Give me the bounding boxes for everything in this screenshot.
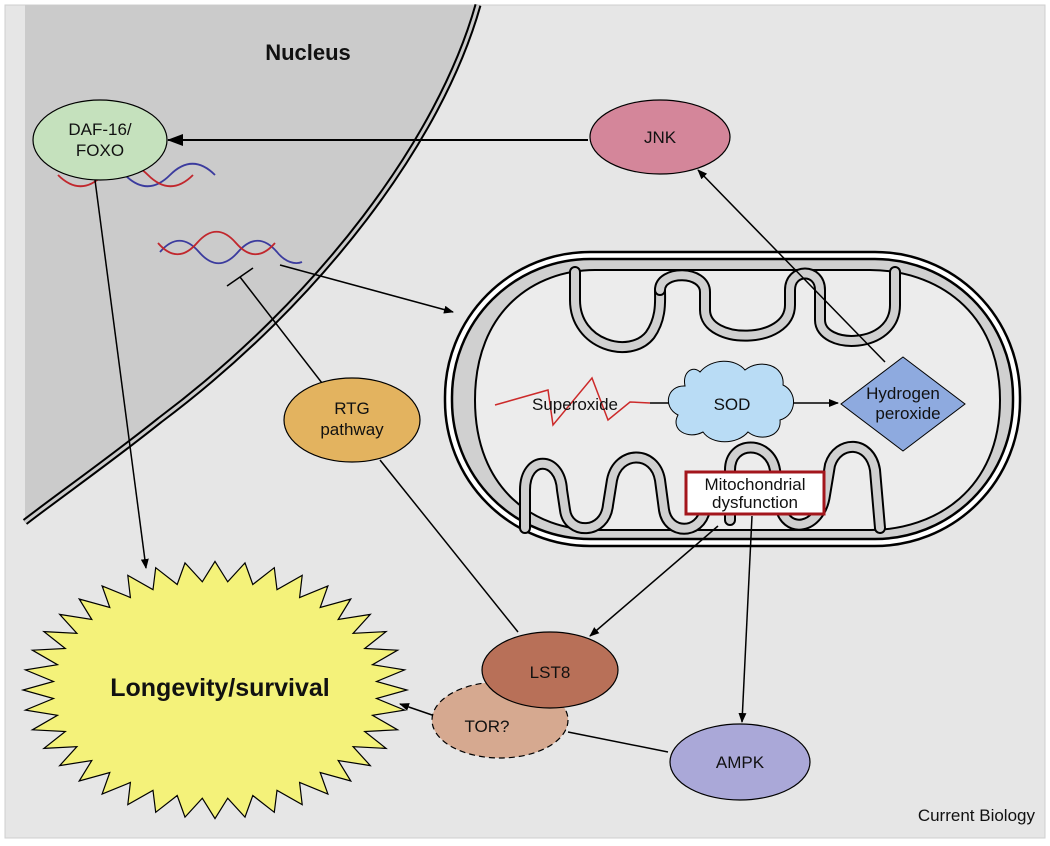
- lst8-node: [481, 631, 619, 709]
- connections: [94, 134, 886, 753]
- rtg-pathway-node: [283, 377, 421, 463]
- credit-label: Current Biology: [918, 806, 1036, 825]
- rtg-inhibition-bar: [226, 267, 254, 287]
- ampk-to-tor-line: [567, 731, 669, 753]
- longevity-survival-starburst: [20, 560, 410, 820]
- dna-to-mitochondrion-arrow: [279, 264, 454, 314]
- hydrogen-peroxide-node: [840, 356, 966, 452]
- dysfunction-to-ampk-arrow: [738, 515, 753, 723]
- dysfunction-to-lst8-arrow: [589, 525, 719, 637]
- nucleus-label: Nucleus: [265, 40, 351, 65]
- tor-label: TOR?: [464, 717, 509, 736]
- jnk-label: JNK: [644, 128, 677, 147]
- ampk-label: AMPK: [716, 753, 765, 772]
- rtg-pathway-label-1: RTG: [334, 399, 370, 418]
- sod-node: [667, 360, 794, 443]
- daf16-foxo-label-1: DAF-16/: [68, 120, 132, 139]
- hydrogen-peroxide-label-1: Hydrogen: [866, 384, 940, 403]
- tor-to-longevity-arrow: [399, 703, 436, 717]
- cristae: [519, 266, 901, 535]
- mitochondrial-dysfunction-box: [684, 470, 826, 516]
- daf16-foxo-node: [32, 99, 168, 181]
- daf16-foxo-label-2: FOXO: [76, 141, 124, 160]
- longevity-survival-label: Longevity/survival: [110, 674, 330, 702]
- ampk-node: [669, 723, 811, 801]
- superoxide-zigzag: [494, 376, 651, 427]
- hydrogen-peroxide-label-2: peroxide: [875, 404, 940, 423]
- mitochondrial-dysfunction-label-1: Mitochondrial: [704, 475, 805, 494]
- lst8-to-rtg-line: [379, 459, 519, 633]
- daf16-to-longevity-arrow: [94, 179, 149, 569]
- superoxide-label: Superoxide: [532, 395, 618, 414]
- dna-strand-lower: [157, 230, 303, 265]
- lst8-label: LST8: [530, 663, 571, 682]
- h2o2-to-jnk-arrow: [697, 169, 886, 363]
- rtg-inhibition-line: [239, 276, 323, 384]
- sod-label: SOD: [714, 395, 751, 414]
- jnk-node: [589, 99, 731, 175]
- mitochondrial-dysfunction-label-2: dysfunction: [712, 493, 798, 512]
- rtg-pathway-label-2: pathway: [320, 420, 384, 439]
